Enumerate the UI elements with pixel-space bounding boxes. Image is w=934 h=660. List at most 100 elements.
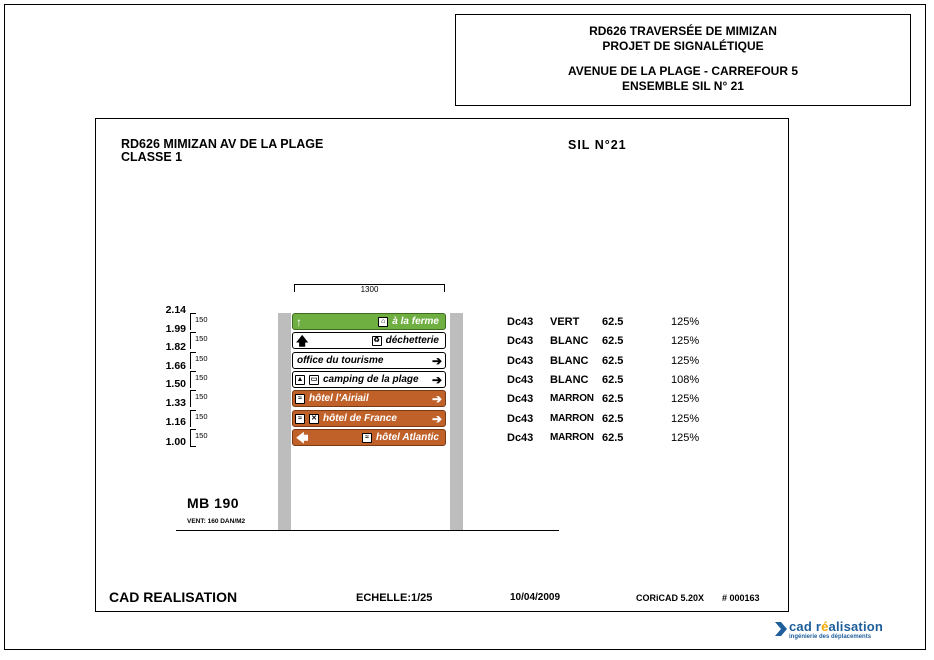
height-tick [190,446,196,447]
logo-tagline: ingénierie des déplacements [789,634,872,640]
height-label: 1.99 [165,323,186,335]
height-label: 1.16 [165,416,186,428]
arrow-left-icon: 🡄 [296,430,309,445]
arrow-left-icon: 🡅 [296,333,309,348]
arrow-right-icon: ➔ [431,372,442,387]
height-label: 1.50 [165,378,186,390]
sign-panel: office du tourisme ➔ [292,352,446,369]
drawing-sheet [95,118,789,612]
tick-label: 150 [195,334,208,343]
spec-percent: 125% [671,316,700,328]
footer-date: 10/04/2009 [510,592,561,603]
panel-text: hôtel Atlantic [376,432,439,443]
title-block: RD626 TRAVERSÉE DE MIMIZAN PROJET DE SIG… [455,14,911,106]
recycling-icon: ♻ [371,335,382,346]
title-line-2: PROJET DE SIGNALÉTIQUE [602,39,764,53]
spec-code: Dc43 [507,316,534,328]
title-line-3: AVENUE DE LA PLAGE - CARREFOUR 5 [567,64,798,78]
height-label: 1.00 [165,436,186,448]
restaurant-icon: ✕ [309,413,319,424]
panel-text: hôtel l'Airiail [309,393,369,404]
spec-code: Dc43 [507,393,534,405]
spec-code: Dc43 [507,432,534,444]
height-tick [190,313,196,330]
arrow-right-icon: ➔ [431,391,442,406]
arrow-right-icon: ➔ [431,411,442,426]
tick-label: 150 [195,431,208,440]
logo-name-part-1: cad r [789,619,822,634]
footer-file-number: # 000163 [722,593,760,603]
wind-load-label: VENT: 160 DAN/M2 [187,518,246,525]
height-tick [190,390,196,407]
tick-label: 150 [195,354,208,363]
spec-percent: 125% [671,432,700,444]
logo-chevron-icon [775,622,787,636]
spec-colour: MARRON [550,432,594,443]
sign-panel: ≈✕hôtel de France➔ [292,410,446,427]
width-dimension-line [294,284,445,292]
title-line-4: ENSEMBLE SIL N° 21 [622,79,744,93]
title-line-1: RD626 TRAVERSÉE DE MIMIZAN [589,24,777,38]
bed-icon: ≈ [295,413,305,424]
footer-scale: ECHELLE:1/25 [356,592,433,604]
bed-icon: ≈ [362,432,373,443]
spec-colour: MARRON [550,393,594,404]
spec-code: Dc43 [507,355,534,367]
height-label: 1.33 [165,397,186,409]
spec-colour: BLANC [550,335,589,347]
sheet-heading-line-2: CLASSE 1 [121,150,183,164]
left-post [278,313,291,531]
height-tick [190,410,196,427]
tick-label: 150 [195,373,208,382]
spec-percent: 125% [671,393,700,405]
tick-label: 150 [195,412,208,421]
spec-size: 62.5 [602,355,624,367]
sheet-heading: RD626 MIMIZAN AV DE LA PLAGE CLASSE 1 [121,138,323,164]
spec-percent: 125% [671,413,700,425]
spec-percent: 125% [671,355,700,367]
sign-panel: ↑⌂à la ferme [292,313,446,330]
sil-number: SIL N°21 [568,138,627,152]
width-dimension-label: 1300 [360,285,379,294]
sign-panel: 🡅 ♻déchetterie [292,332,446,349]
outer-frame [4,4,926,650]
arrow-left-icon: ↑ [296,314,302,329]
sign-panel: 🡄 ≈hôtel Atlantic [292,429,446,446]
logo-name-part-3: alisation [828,619,884,634]
mast-label: MB 190 [187,495,240,511]
spec-percent: 108% [671,374,700,386]
logo-name: cad réalisation [789,619,883,634]
height-tick [190,371,196,388]
spec-code: Dc43 [507,413,534,425]
spec-percent: 125% [671,335,700,347]
caravan-icon: ▭ [309,374,319,385]
spec-colour: MARRON [550,413,594,424]
sign-panel: ▲ ▭ camping de la plage ➔ [292,371,446,388]
spec-colour: VERT [550,316,580,328]
height-label: 1.66 [165,360,186,372]
spec-size: 62.5 [602,393,624,405]
spec-size: 62.5 [602,335,624,347]
tick-label: 150 [195,392,208,401]
panel-text: à la ferme [392,316,439,327]
footer-software: CORiCAD 5.20X [636,593,705,603]
tent-icon: ▲ [295,374,305,385]
height-tick [190,429,196,446]
spec-size: 62.5 [602,413,624,425]
sheet-heading-line-1: RD626 MIMIZAN AV DE LA PLAGE [121,137,324,151]
height-tick [190,332,196,349]
arrow-right-icon: ➔ [431,353,442,368]
right-post [450,313,463,531]
bed-icon: ≈ [295,393,305,404]
spec-size: 62.5 [602,316,624,328]
logo-name-accent: é [821,619,829,634]
panel-text: déchetterie [385,335,439,346]
spec-size: 62.5 [602,374,624,386]
spec-code: Dc43 [507,374,534,386]
footer-company: CAD REALISATION [109,589,238,605]
panel-text: office du tourisme [297,355,384,366]
spec-size: 62.5 [602,432,624,444]
spec-colour: BLANC [550,355,589,367]
panel-text: camping de la plage [323,374,419,385]
height-label: 1.82 [165,341,186,353]
